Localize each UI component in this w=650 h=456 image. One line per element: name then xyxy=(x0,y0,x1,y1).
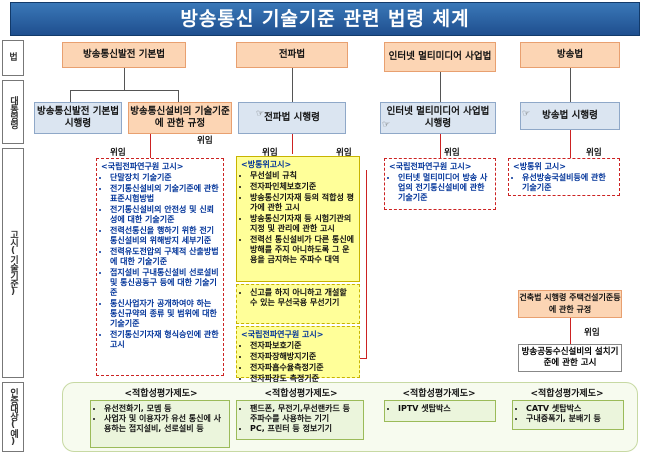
cert-box-catv: CATV 셋탑박스 구내증폭기, 분배기 등 xyxy=(512,400,624,430)
list-item: 사업자 및 이용자가 유선 통신에 사용하는 접지설비, 선로설비 등 xyxy=(104,414,225,434)
cert-label: <적합성평가제도> xyxy=(402,389,476,399)
cert-label: <적합성평가제도> xyxy=(530,389,604,399)
connector xyxy=(70,90,71,102)
connector xyxy=(124,68,125,90)
list-item: 유선전화기, 모뎀 등 xyxy=(104,404,225,414)
list-item: 전기통신설비의 안전성 및 신뢰성에 대한 기술기준 xyxy=(110,205,219,225)
panel-header: <국립전파연구원 고시> xyxy=(241,330,324,339)
cert-label: <적합성평가제도> xyxy=(124,389,198,399)
hand-pointer-icon: ☞ xyxy=(207,109,216,119)
list-item: 전력유도전압의 구체적 산출방법에 대한 기술기준 xyxy=(110,247,219,267)
cert-box-wireless: 팬드폰, 무전기,무선랜카드 등 주파수를 사용하는 기기 PC, 프린터 등 … xyxy=(236,400,364,440)
side-label-notice: 고시(기술기준) xyxy=(2,148,24,378)
delegation-label: 위임 xyxy=(262,148,278,158)
law-broadcasting: 방송법 xyxy=(520,42,620,68)
list-item: 무선설비 규칙 xyxy=(250,171,355,181)
side-label-law: 법 xyxy=(2,40,24,76)
law-iptv: 인터넷 멀티미디어 사업법 xyxy=(384,42,496,72)
list-item: 구내증폭기, 분배기 등 xyxy=(526,414,619,424)
decree-equipment-standard: 방송통신설비의 기술기준에 관한 규정 xyxy=(128,102,232,134)
notice-panel-kcc-extra: 신고를 하지 아니하고 개설할 수 있는 무선국용 무선기기 xyxy=(236,284,360,324)
list-item: 접지설비 구내통신설비 선로설비 및 통신공동구 등에 대한 기술기준 xyxy=(110,268,219,298)
notice-panel-rra-1: <국립전파연구원 고시> 단말장치 기술기준 전기통신설비의 기술기준에 관한 … xyxy=(96,158,224,376)
list-item: 전기통신설비의 기술기준에 관한 표준시험방법 xyxy=(110,184,219,204)
cert-box-iptv: IPTV 셋탑박스 xyxy=(384,400,496,422)
connector xyxy=(70,90,178,91)
connector xyxy=(570,318,571,344)
connector xyxy=(178,90,179,102)
cert-box-wired: 유선전화기, 모뎀 등 사업자 및 이용자가 유선 통신에 사용하는 접지설비,… xyxy=(90,400,230,448)
connector xyxy=(570,68,571,102)
notice-panel-iptv: <국립전파연구원 고시> 인터넷 멀티미디어 방송 사업의 전기통신설비에 관한… xyxy=(384,158,496,210)
law-broadcast-dev: 방송통신발전 기본법 xyxy=(62,42,186,68)
list-item: CATV 셋탑박스 xyxy=(526,404,619,414)
connector xyxy=(292,134,293,154)
decree-iptv: 인터넷 멀티미디어 사업법 시행령 xyxy=(380,102,496,134)
decree-radio: 전파법 시행령 xyxy=(238,102,346,134)
list-item: 인터넷 멀티미디어 방송 사업의 전기통신설비에 관한 기술기준 xyxy=(398,173,491,203)
list-item: 전력선 통신설비가 다른 통신에 방해를 주지 아니하도록 그 운용을 금지하는… xyxy=(250,235,355,265)
list-item: 팬드폰, 무전기,무선랜카드 등 주파수를 사용하는 기기 xyxy=(250,404,359,424)
delegation-label: 위임 xyxy=(197,136,213,146)
hand-pointer-icon: ☞ xyxy=(256,109,265,119)
list-item: 전자파장해방지기준 xyxy=(250,352,355,362)
list-item: 신고를 하지 아니하고 개설할 수 있는 무선국용 무선기기 xyxy=(250,288,355,308)
list-item: 전자파보호기준 xyxy=(250,341,355,351)
page-title: 방송통신 기술기준 관련 법령 체계 xyxy=(10,2,640,36)
notice-panel-broadcasting: <방통위 고시> 유선방송국설비등에 관한 기술기준 xyxy=(508,158,620,196)
panel-header: <국립전파연구원 고시> xyxy=(101,162,184,171)
decree-broadcasting: 방송법 시행령 xyxy=(520,102,620,130)
list-item: IPTV 셋탑박스 xyxy=(398,404,491,414)
delegation-label: 위임 xyxy=(584,328,600,338)
connector xyxy=(440,134,441,158)
panel-header: <방통위 고시> xyxy=(513,162,566,171)
list-item: 전자파인체보호기준 xyxy=(250,182,355,192)
decree-building: 건축법 시행령 주택건설기준등에 관한 규정 xyxy=(518,290,622,318)
connector xyxy=(440,72,441,102)
connector xyxy=(150,134,151,158)
panel-header: <방통위고시> xyxy=(241,160,292,169)
list-item: 통신사업자가 공개하여야 하는 통신규약의 종류 및 범위에 대한 기술기준 xyxy=(110,299,219,329)
connector xyxy=(570,130,571,158)
connector xyxy=(366,170,367,358)
list-item: 방송통신기자재 등 시험기관의 지정 및 관리에 관한 고시 xyxy=(250,214,355,234)
list-item: PC, 프린터 등 정보기기 xyxy=(250,424,359,434)
connector xyxy=(292,68,293,102)
notice-building: 방송공동수신설비의 설치기준에 관한 고시 xyxy=(518,344,622,372)
delegation-label: 위임 xyxy=(444,148,460,158)
list-item: 유선방송국설비등에 관한 기술기준 xyxy=(522,173,615,193)
hand-pointer-icon: ☞ xyxy=(382,120,391,130)
delegation-label: 위임 xyxy=(586,148,602,158)
side-label-target: 인증대상(예) xyxy=(2,382,24,452)
list-item: 방송통신기자재 등의 적합성 평가에 관한 고시 xyxy=(250,193,355,213)
side-label-decree: 대통령령 xyxy=(2,80,24,144)
list-item: 전자파흡수율측정기준 xyxy=(250,363,355,373)
connector xyxy=(360,358,367,359)
list-item: 전력선통신을 행하기 위한 전기통신설비의 위해방지 세부기준 xyxy=(110,226,219,246)
notice-panel-rra-2: <국립전파연구원 고시> 전자파보호기준 전자파장해방지기준 전자파흡수율측정기… xyxy=(236,326,360,383)
list-item: 전기통신기자재 형식승인에 관한 고시 xyxy=(110,330,219,350)
decree-broadcast-dev: 방송통신발전 기본법 시행령 xyxy=(34,102,122,134)
list-item: 단말장치 기술기준 xyxy=(110,173,219,183)
delegation-label: 위임 xyxy=(336,148,352,158)
cert-label: <적합성평가제도> xyxy=(264,389,338,399)
law-radio: 전파법 xyxy=(236,42,348,68)
panel-header: <국립전파연구원 고시> xyxy=(389,162,472,171)
delegation-label: 위임 xyxy=(110,148,126,158)
hand-pointer-icon: ☞ xyxy=(522,109,531,119)
notice-panel-kcc: <방통위고시> 무선설비 규칙 전자파인체보호기준 방송통신기자재 등의 적합성… xyxy=(236,156,360,282)
list-item: 전자파강도 측정기준 xyxy=(250,374,355,384)
